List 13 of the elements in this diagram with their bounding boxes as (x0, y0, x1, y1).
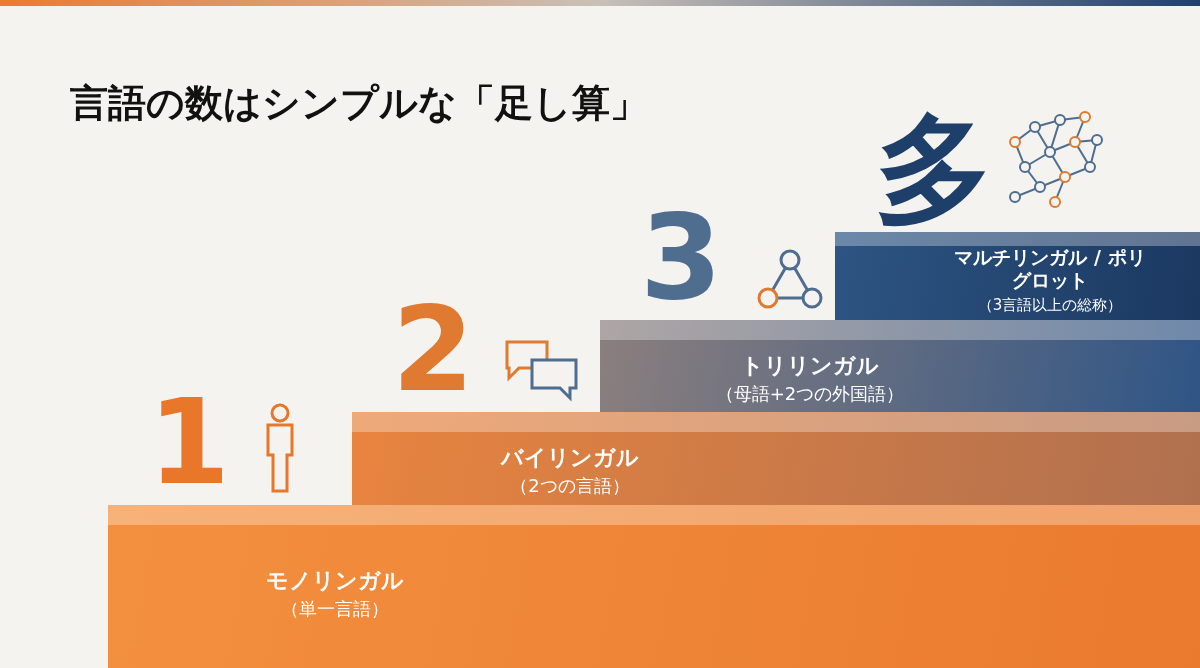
step-label: モノリンガル (265, 567, 405, 595)
step-number: 多 (875, 110, 993, 228)
title: 言語の数はシンプルな「足し算」 (70, 80, 648, 127)
step-label: マルチリンガル / ポリグロット (953, 246, 1147, 292)
step-number: 3 (640, 198, 723, 316)
step-number: 1 (148, 383, 231, 501)
step-description: （2つの言語） (509, 474, 631, 498)
step-description: （3言語以上の総称） (976, 296, 1124, 315)
step-number: 2 (392, 290, 475, 408)
step-label: バイリンガル (499, 444, 640, 472)
step-description: （母語+2つの外国語） (714, 382, 906, 406)
step-label: トリリンガル (740, 352, 880, 380)
step-description: （単一言語） (280, 597, 390, 621)
